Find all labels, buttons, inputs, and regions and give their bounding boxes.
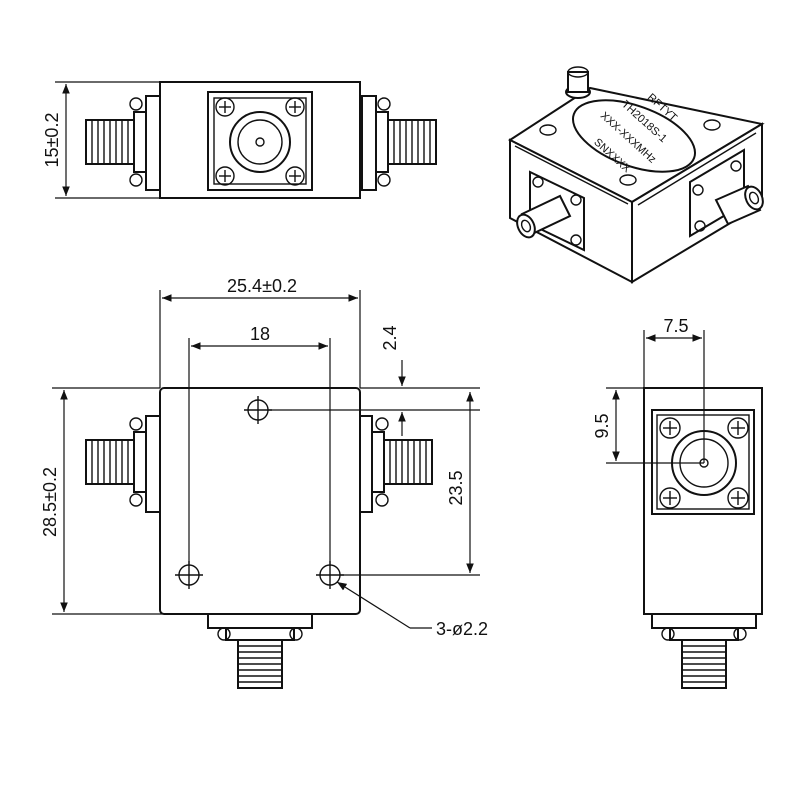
top-center-flange: [207, 91, 313, 191]
front-width-dimension: 25.4±0.2: [159, 276, 361, 388]
top-right-connector: [361, 95, 437, 191]
side-horizontal-dimension: 7.5: [643, 316, 705, 463]
top-offset-label: 2.4: [380, 325, 400, 350]
top-body: [159, 81, 361, 199]
hole-callout-label: 3-ø2.2: [436, 619, 488, 639]
mounting-hole-icon: [175, 396, 344, 589]
iso-left-connector: [516, 170, 585, 252]
top-left-connector: [85, 95, 161, 191]
front-body: [159, 387, 361, 615]
side-body: [643, 387, 763, 615]
top-view: 15±0.2: [42, 81, 437, 199]
hole-callout: 3-ø2.2: [336, 581, 488, 639]
top-height-label: 15±0.2: [42, 113, 62, 168]
side-bottom-connector: [651, 613, 757, 689]
side-vertical-dimension: 9.5: [592, 387, 704, 464]
side-vertical-label: 9.5: [592, 413, 612, 438]
iso-top-connector: [565, 66, 591, 99]
iso-right-connector: [689, 148, 764, 238]
front-view: 25.4±0.2 18 2.4 23.5 28.5±0.2: [40, 276, 488, 689]
side-horizontal-label: 7.5: [663, 316, 688, 336]
hole-vertical-dimension: 23.5: [340, 392, 480, 576]
side-flange-screw-icon: [659, 417, 749, 509]
hole-vertical-label: 23.5: [446, 470, 466, 505]
top-height-dimension: 15±0.2: [42, 81, 160, 199]
front-left-connector: [85, 415, 161, 513]
flange-screw-icon: [215, 97, 305, 186]
front-height-dimension: 28.5±0.2: [40, 387, 168, 615]
hole-spacing-label: 18: [250, 324, 270, 344]
front-width-label: 25.4±0.2: [227, 276, 297, 296]
front-right-connector: [359, 415, 433, 513]
hole-spacing-dimension: 18: [188, 324, 331, 564]
top-offset-dimension: 2.4: [268, 325, 480, 436]
front-bottom-connector: [207, 613, 313, 689]
isometric-view: RFTYT TH2018S-1 XXX-XXXMHz SNXXXX: [508, 66, 765, 284]
side-view: 7.5 9.5: [592, 316, 763, 689]
front-height-label: 28.5±0.2: [40, 467, 60, 537]
